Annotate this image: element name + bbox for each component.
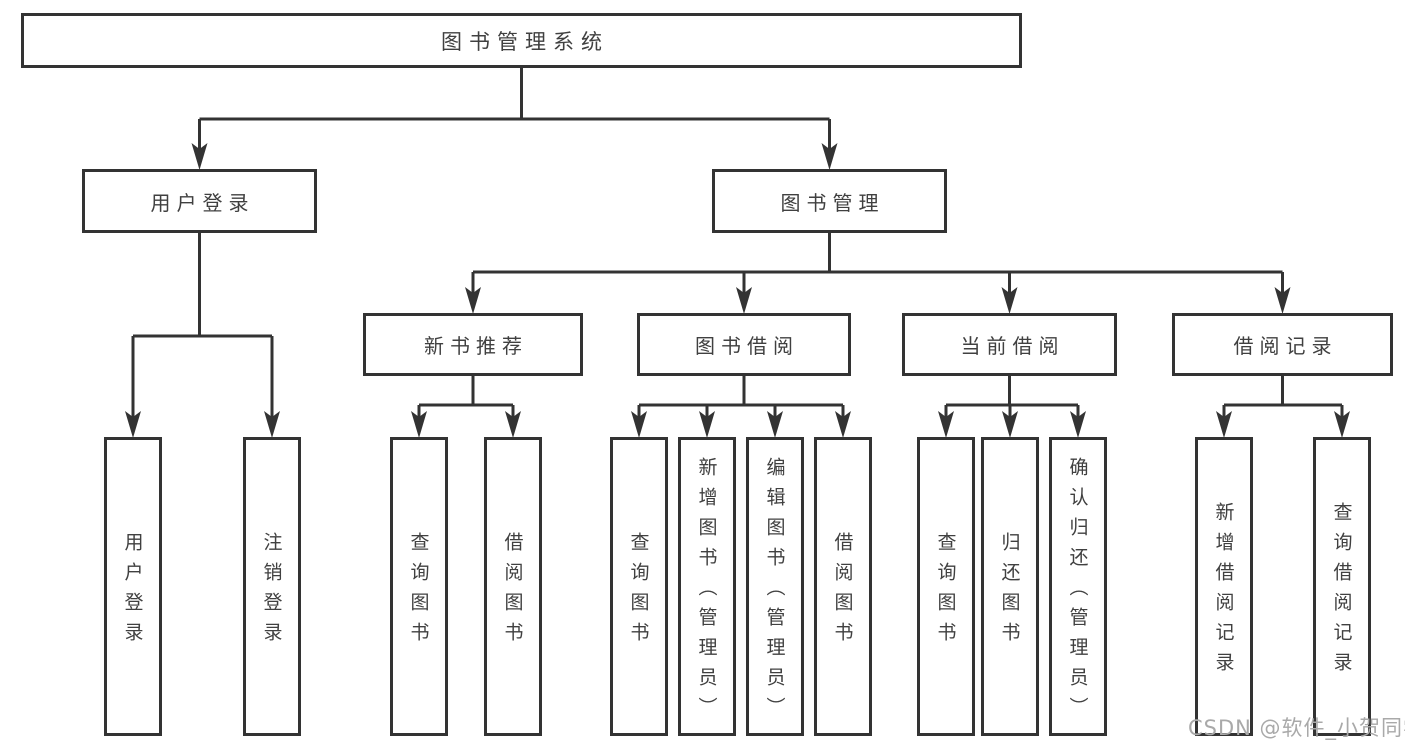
- leaf-borrow-book-1-label: 借阅图书: [501, 532, 524, 652]
- arrow-down-icon: [191, 143, 208, 170]
- arrow-down-icon: [125, 411, 141, 438]
- leaf-confirm-return-admin: 确认归还（管理员）: [1049, 437, 1107, 736]
- arrow-down-icon: [938, 411, 954, 438]
- arrow-down-icon: [1001, 287, 1018, 314]
- leaf-query-borrow-record-label: 查询借阅记录: [1330, 502, 1353, 682]
- arrow-down-icon: [465, 287, 481, 314]
- arrow-down-icon: [835, 411, 851, 438]
- node-borrow-record-label: 借阅记录: [1233, 334, 1338, 358]
- csdn-watermark: CSDN @软件_小贺同学: [1188, 716, 1405, 740]
- node-book-mgmt: 图书管理: [712, 169, 947, 233]
- leaf-query-book-3: 查询图书: [917, 437, 975, 736]
- leaf-add-borrow-record-label: 新增借阅记录: [1212, 502, 1235, 682]
- leaf-query-borrow-record: 查询借阅记录: [1313, 437, 1371, 736]
- leaf-add-book-admin-label: 新增图书（管理员）: [695, 457, 718, 727]
- leaf-borrow-book-2: 借阅图书: [814, 437, 872, 736]
- leaf-user-login-label: 用户登录: [121, 532, 144, 652]
- node-user-login: 用户登录: [82, 169, 317, 233]
- leaf-add-book-admin: 新增图书（管理员）: [678, 437, 736, 736]
- node-root: 图书管理系统: [21, 13, 1022, 68]
- leaf-add-borrow-record: 新增借阅记录: [1195, 437, 1253, 736]
- leaf-logout-label: 注销登录: [260, 532, 283, 652]
- leaf-return-book-label: 归还图书: [998, 532, 1021, 652]
- arrow-down-icon: [1216, 411, 1232, 438]
- leaf-query-book-2: 查询图书: [610, 437, 668, 736]
- arrowheads: [125, 143, 1350, 438]
- arrow-down-icon: [821, 143, 838, 170]
- arrow-down-icon: [1334, 411, 1350, 438]
- node-book-borrow: 图书借阅: [637, 313, 851, 376]
- arrow-down-icon: [631, 411, 647, 438]
- node-new-book-recommend-label: 新书推荐: [424, 334, 528, 358]
- arrow-down-icon: [264, 411, 280, 438]
- node-borrow-record: 借阅记录: [1172, 313, 1393, 376]
- arrow-down-icon: [1002, 411, 1018, 438]
- leaf-query-book-3-label: 查询图书: [934, 532, 957, 652]
- leaf-logout: 注销登录: [243, 437, 301, 736]
- leaf-return-book: 归还图书: [981, 437, 1039, 736]
- arrow-down-icon: [411, 411, 427, 438]
- connector-line: [131, 66, 1344, 418]
- leaf-query-book-2-label: 查询图书: [627, 532, 650, 652]
- arrow-down-icon: [699, 411, 715, 438]
- node-user-login-label: 用户登录: [150, 190, 255, 215]
- arrow-down-icon: [736, 287, 752, 314]
- leaf-query-book-1: 查询图书: [390, 437, 448, 736]
- node-current-borrow: 当前借阅: [902, 313, 1117, 376]
- leaf-edit-book-admin: 编辑图书（管理员）: [746, 437, 804, 736]
- leaf-query-book-1-label: 查询图书: [407, 532, 430, 652]
- leaf-user-login: 用户登录: [104, 437, 162, 736]
- node-root-label: 图书管理系统: [441, 29, 609, 54]
- node-book-borrow-label: 图书借阅: [695, 334, 799, 358]
- node-book-mgmt-label: 图书管理: [780, 190, 885, 215]
- arrow-down-icon: [1070, 411, 1086, 438]
- arrow-down-icon: [505, 411, 521, 438]
- leaf-edit-book-admin-label: 编辑图书（管理员）: [763, 457, 786, 727]
- node-new-book-recommend: 新书推荐: [363, 313, 583, 376]
- arrow-down-icon: [1274, 287, 1291, 314]
- node-current-borrow-label: 当前借阅: [960, 334, 1065, 358]
- arrow-down-icon: [767, 411, 783, 438]
- leaf-borrow-book-2-label: 借阅图书: [831, 532, 854, 652]
- leaf-borrow-book-1: 借阅图书: [484, 437, 542, 736]
- leaf-confirm-return-admin-label: 确认归还（管理员）: [1066, 457, 1089, 727]
